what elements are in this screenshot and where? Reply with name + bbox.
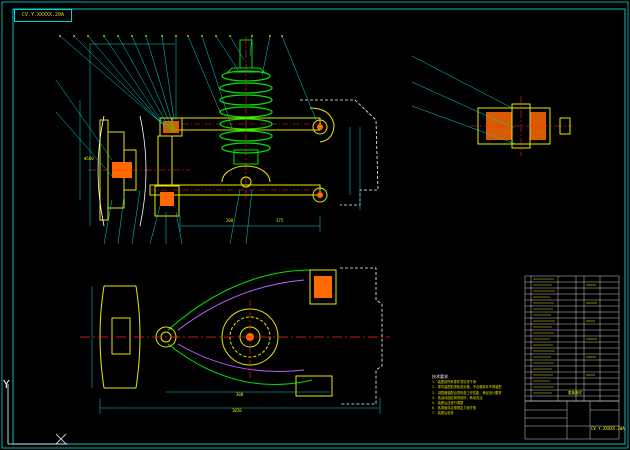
notes-title: 技术要求 [432,374,448,379]
front-view [55,35,379,245]
dim-label: Φ560 [84,156,94,161]
note-line: 3. 减震器装配后须检查工作性能，满足设计要求 [432,390,502,395]
top-view [80,267,390,414]
dim-label: 375 [276,218,284,223]
parts-list-table [524,275,620,402]
inner-frame [12,8,626,445]
note-line: 1. 装配前所有零件须清洗干净 [432,380,477,385]
ucs-icon [7,384,68,445]
drawing-number: CV.Y.XXXXX.20A [591,426,625,431]
note-line: 4. 各运动副应润滑良好，转动灵活 [432,395,483,400]
note-line: 2. 零件装配前须检查合格，不合格零件不得装配 [432,385,502,390]
dim-label: 200 [226,218,234,223]
title-block-name: 麦弗逊式 [568,391,582,395]
note-line: 5. 装配后应进行调整 [432,401,464,406]
note-line: 6. 各紧固件应按规定力矩拧紧 [432,406,477,411]
dim-label: 1020 [232,408,242,413]
drawing-tag: CV.Y.XXXXX.20A [14,9,72,22]
section-detail-view [411,55,572,156]
parts-list-entries [533,278,597,394]
ucs-axis-label: Y [3,378,10,391]
dim-label: 300 [236,392,244,397]
technical-requirements: 技术要求 1. 装配前所有零件须清洗干净 2. 零件装配前须检查合格，不合格零件… [432,374,530,417]
note-line: 7. 装配后检查 [432,411,454,416]
title-block [524,400,620,440]
